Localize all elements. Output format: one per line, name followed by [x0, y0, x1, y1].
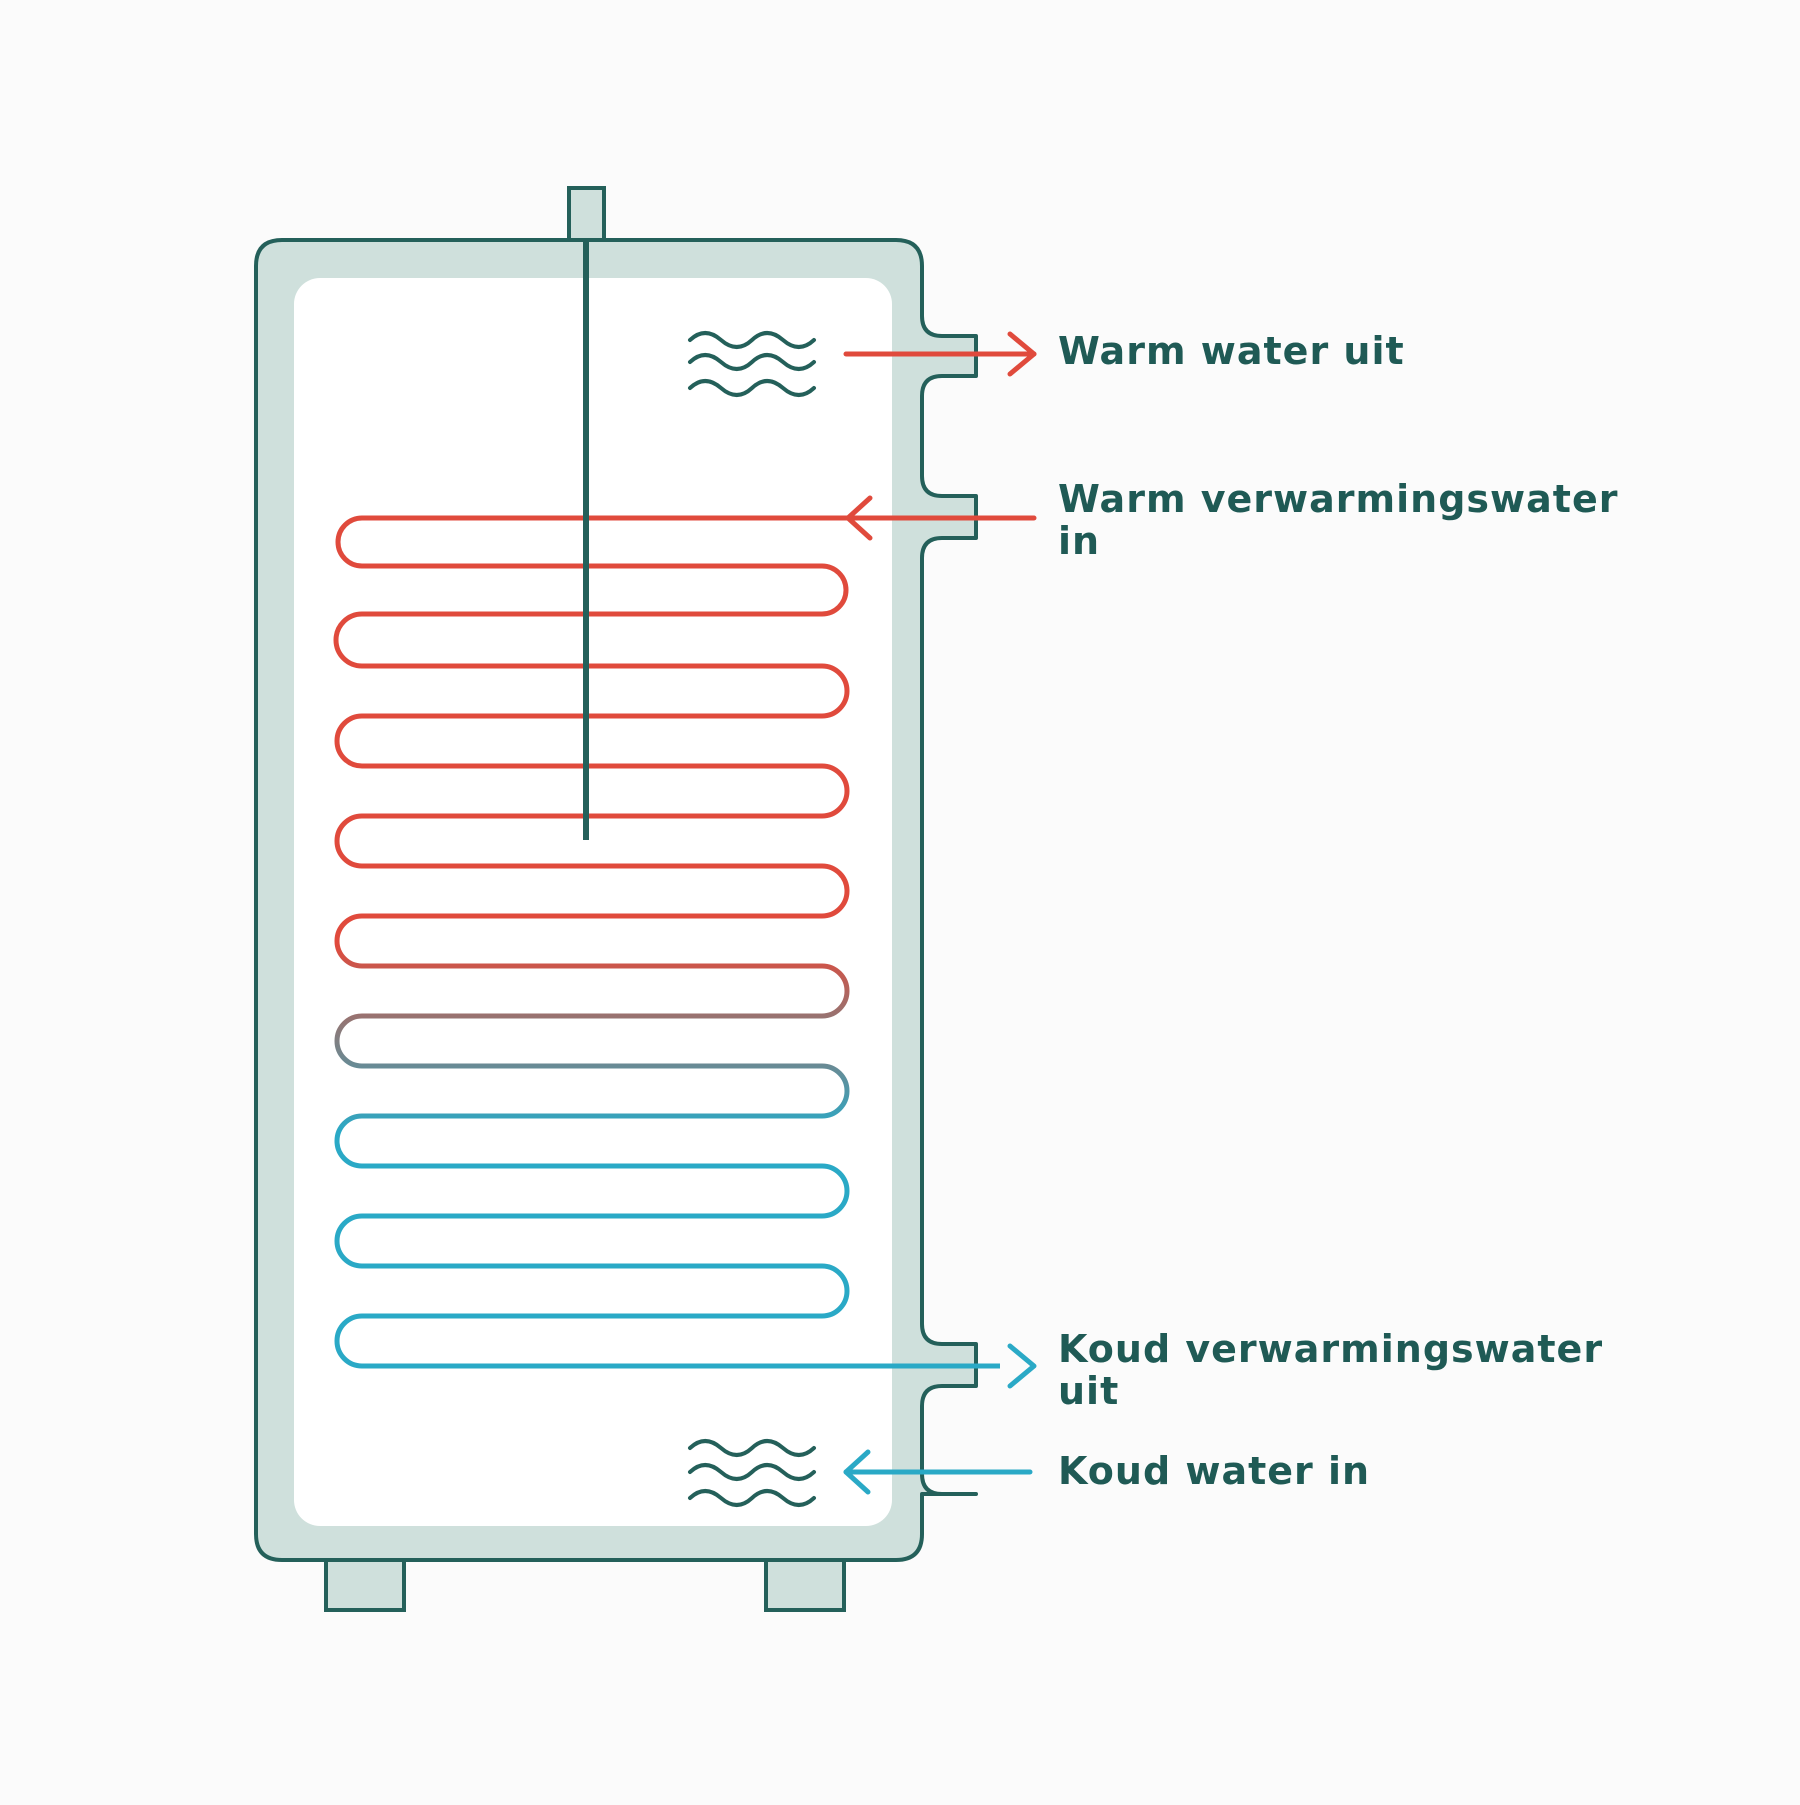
label-hot-water-out: Warm water uit: [1058, 329, 1405, 373]
top-nozzle: [567, 186, 606, 242]
label-heating-water-in-line2: in: [1058, 519, 1101, 563]
label-cold-water-in: Koud water in: [1058, 1449, 1371, 1493]
label-cold-heating-water-out-line2: uit: [1058, 1369, 1120, 1413]
arrow-hot-water-out: [843, 331, 1037, 377]
arrow-cold-heating-water-out: [1007, 1343, 1037, 1389]
label-heating-water-in-line1: Warm verwarmingswater: [1058, 477, 1619, 521]
wave-icon: [688, 1439, 816, 1507]
label-cold-heating-water-out: Koud verwarmingswater uit: [1058, 1328, 1603, 1412]
label-cold-heating-water-out-line1: Koud verwarmingswater: [1058, 1327, 1604, 1371]
tank-foot-right: [764, 1558, 846, 1612]
heating-coil: [333, 515, 1000, 1369]
arrow-heating-water-in: [845, 495, 1037, 541]
arrow-cold-water-in: [843, 1449, 1033, 1495]
label-heating-water-in: Warm verwarmingswater in: [1058, 478, 1618, 562]
wave-icon: [688, 331, 816, 397]
tank-foot-left: [324, 1558, 406, 1612]
tank-interior: [294, 278, 892, 1526]
